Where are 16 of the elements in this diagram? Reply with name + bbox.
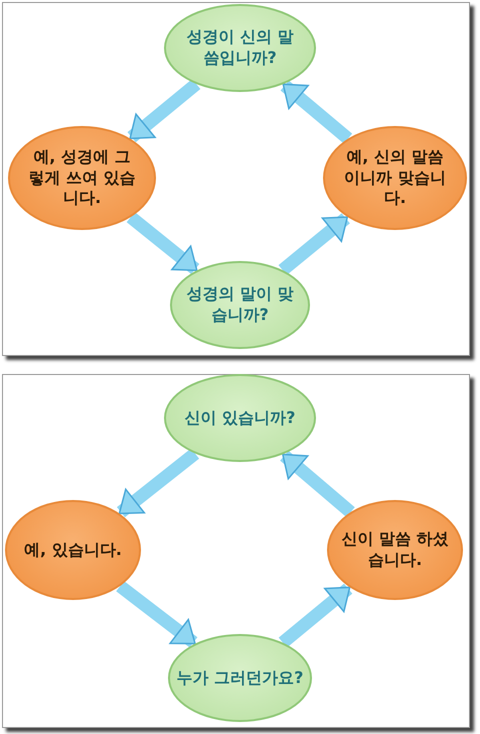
block-arrow	[280, 450, 355, 518]
block-arrow	[278, 213, 350, 276]
block-arrow	[126, 212, 200, 274]
block-arrow	[280, 80, 352, 144]
node-text: 성경의 말이 맞습니까?	[185, 284, 295, 326]
block-arrow	[116, 580, 198, 648]
node-text: 예, 있습니다.	[23, 540, 123, 560]
block-arrow	[278, 584, 352, 648]
block-arrow	[116, 448, 200, 518]
node-text: 누가 그러던가요?	[176, 668, 304, 688]
node-text: 성경이 신의 말씀입니까?	[185, 27, 295, 69]
block-arrow	[127, 78, 200, 142]
node-text: 신이 말씀 하셨습니다.	[340, 529, 450, 571]
node-text: 예, 신의 말씀이니까 맞습니다.	[343, 146, 447, 210]
node-text: 신이 있습니까?	[184, 408, 296, 428]
node-text: 예, 성경에 그렇게 쓰여 있습니다.	[27, 146, 137, 210]
